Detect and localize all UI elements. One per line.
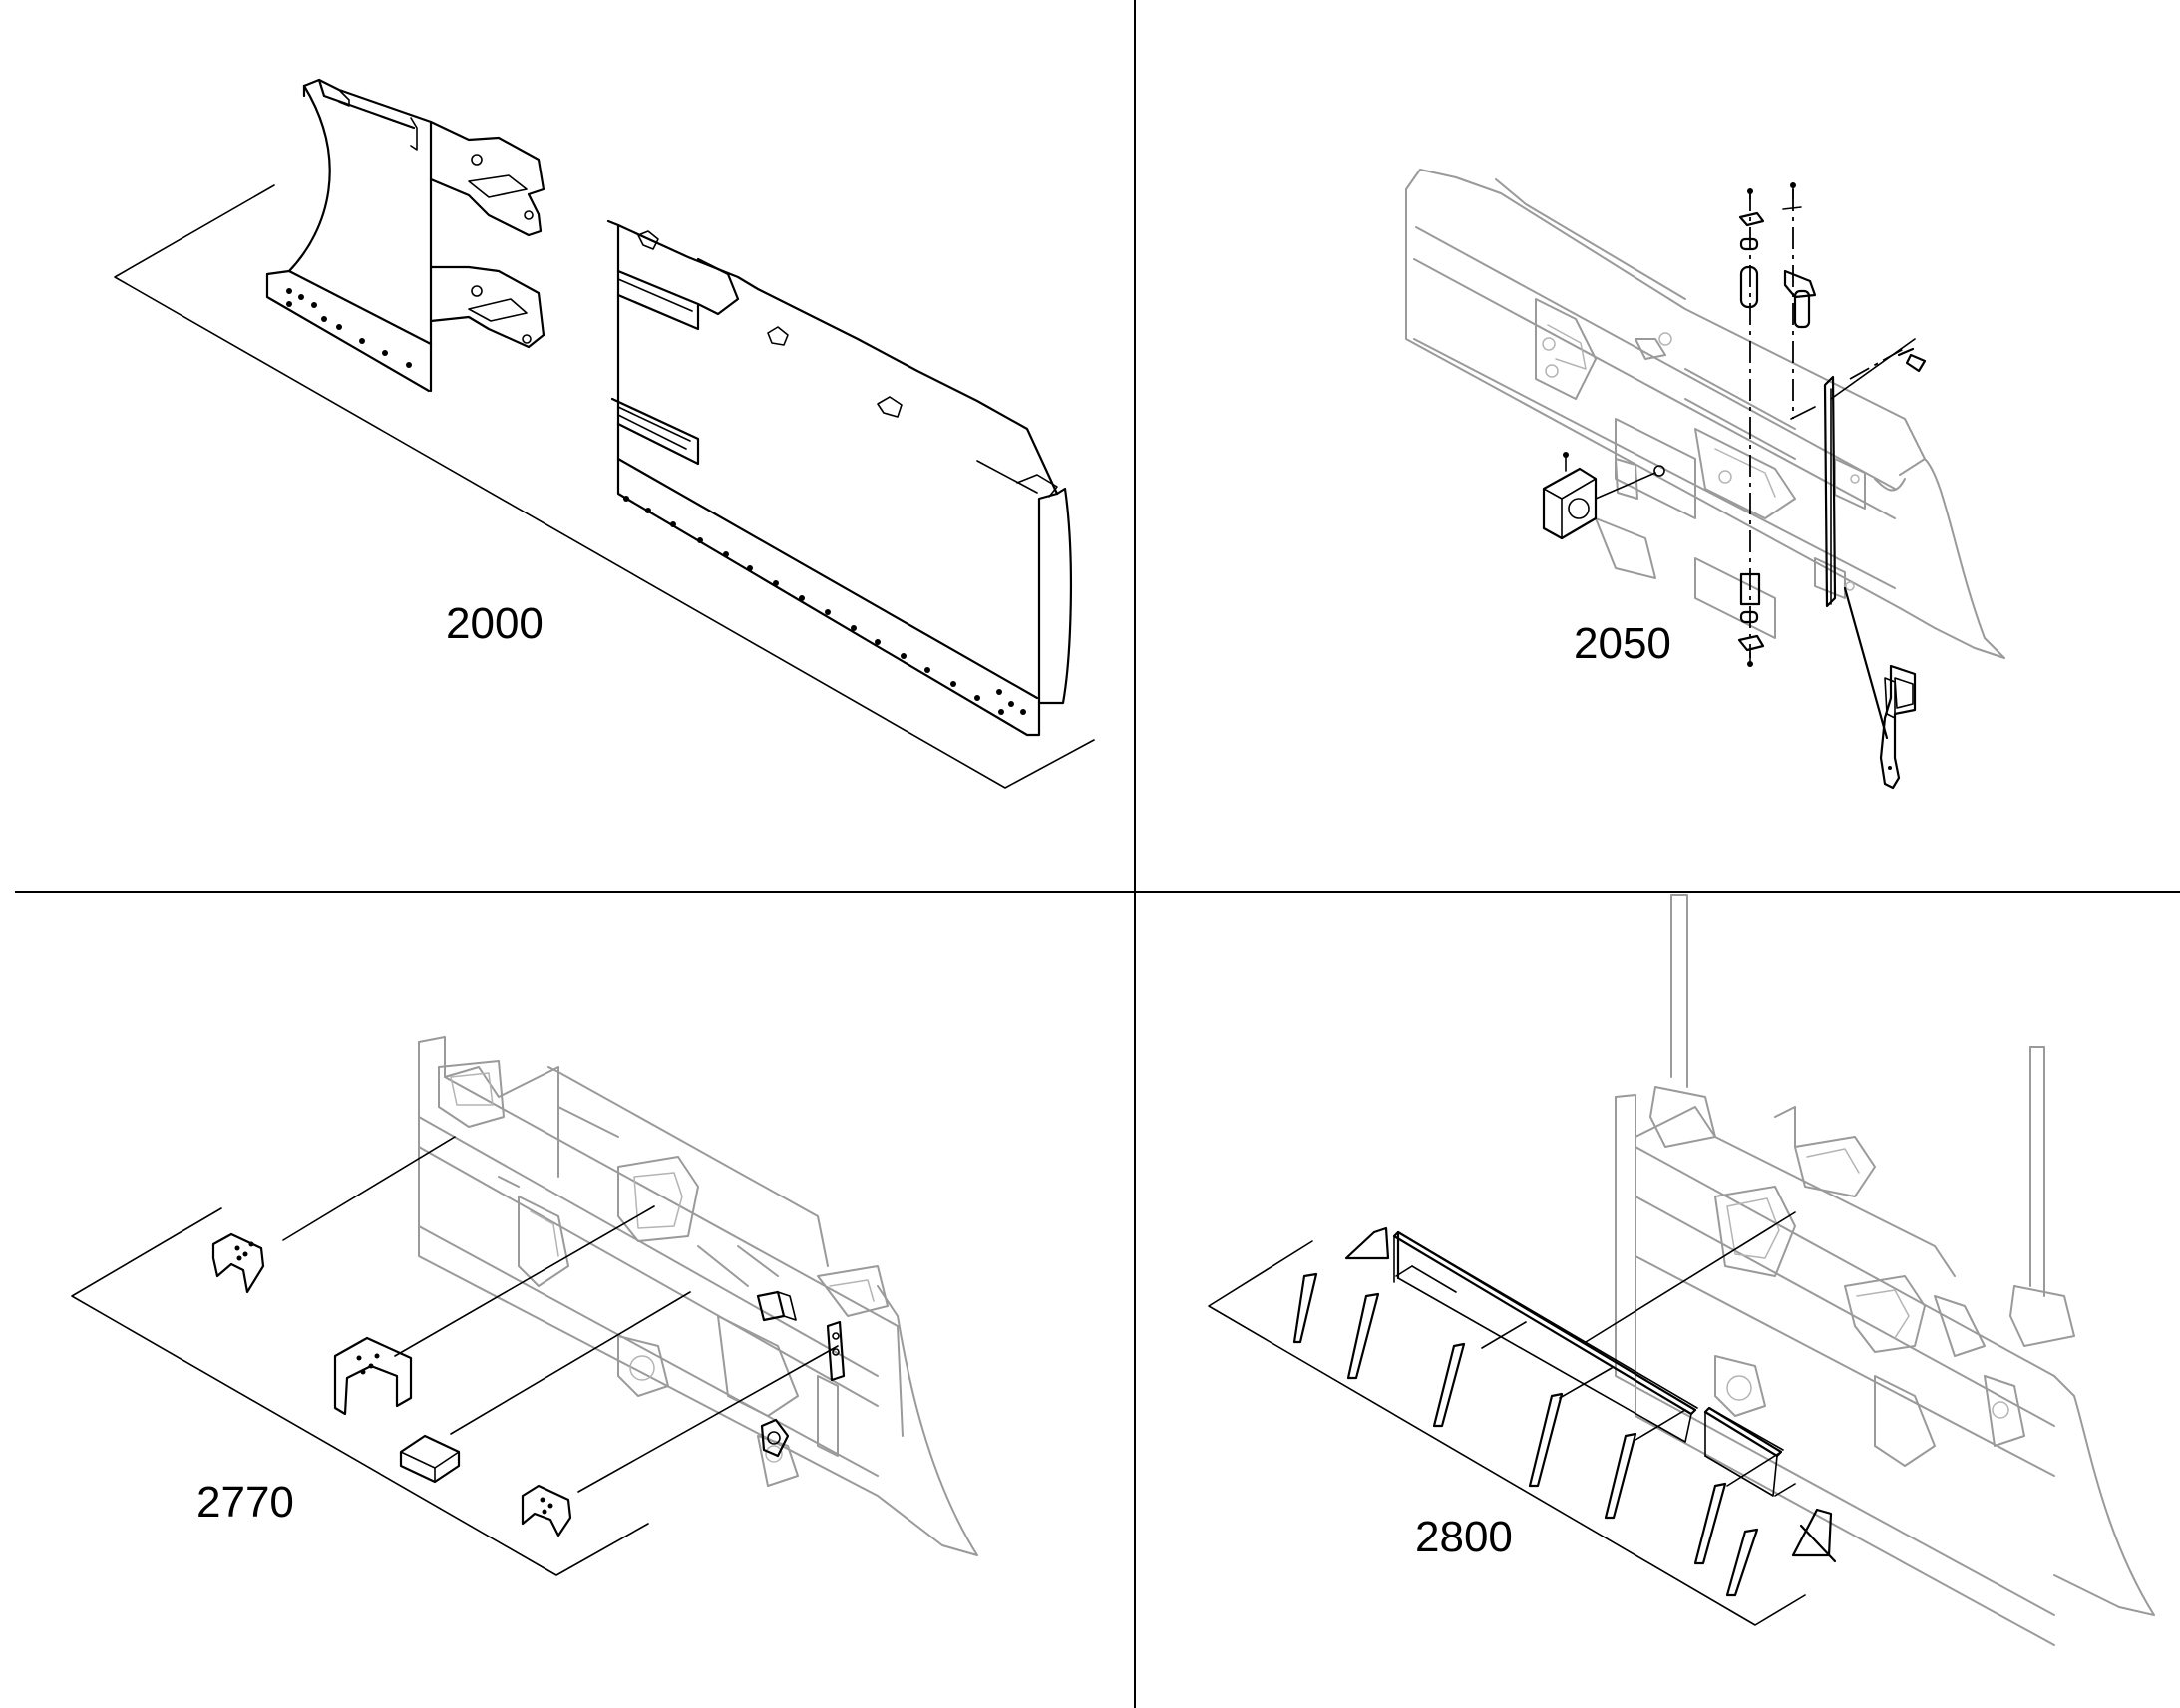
part-number-label: 2800 [1415,1513,1513,1561]
panel-2050: 2050 [1405,169,2005,790]
mounting-plate-3 [521,1484,572,1537]
pin-hardware [1737,182,1927,667]
assembly-bracket [71,1207,649,1576]
guard-strip-long [1392,1230,1698,1443]
lever-assembly [1843,586,1917,790]
ghost-hardware-dark [756,1290,846,1458]
panel-2800: 2800 [1208,894,2155,1646]
deflector-fins [1292,1226,1837,1597]
ghost-blade [1615,894,2155,1646]
assembly-bracket [1208,1240,1806,1626]
assembly-bracket [114,184,1095,789]
leader-lines [282,1136,839,1493]
ghost-blade [1405,169,2005,659]
spacer-plate [399,1434,461,1484]
panel-2770: 2770 [71,1036,978,1576]
part-number-label: 2000 [446,599,544,648]
moldboard-small [265,78,433,393]
panel-2000: 2000 [114,78,1095,789]
mounting-plate-1 [211,1232,265,1294]
quadrant-separators [15,0,2180,1708]
guard-strip-short [1703,1406,1784,1497]
part-number-label: 2050 [1574,619,1671,668]
moldboard-large [606,219,1073,737]
bearing-block [1542,452,1665,540]
leader-lines [1395,1211,1796,1497]
mounting-plate-2 [333,1336,413,1416]
ghost-blade [418,1036,978,1556]
push-arms [429,120,545,349]
part-number-label: 2770 [196,1478,294,1527]
